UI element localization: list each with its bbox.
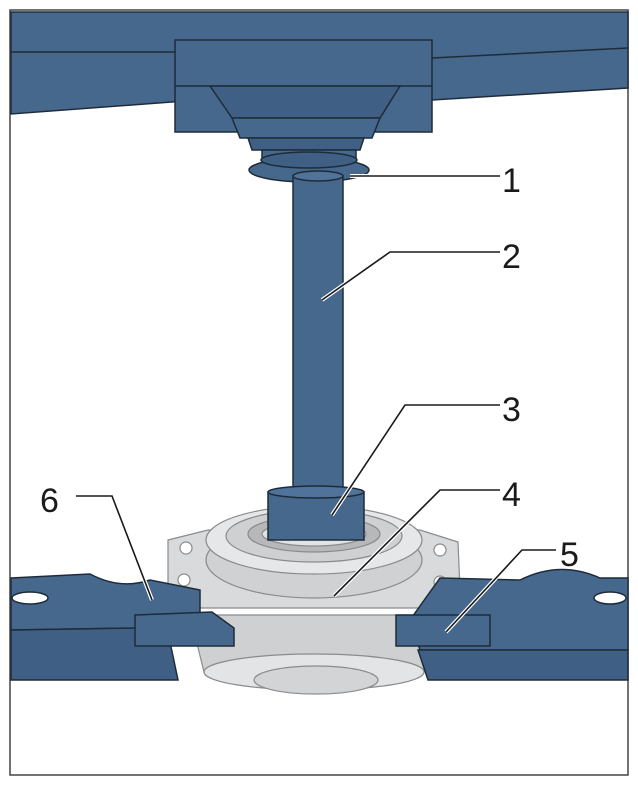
support-plate-left	[10, 573, 235, 681]
press-rod	[292, 170, 344, 493]
callout-label-5: 5	[560, 536, 579, 574]
support-plate-right	[395, 568, 629, 681]
leader-lines	[76, 174, 556, 634]
leader-line-5	[445, 549, 556, 633]
callout-label-6: 6	[40, 482, 59, 520]
callout-label-2: 2	[502, 238, 521, 276]
leader-line-6	[76, 495, 153, 601]
press-adapter	[267, 485, 365, 541]
leader-line-2	[321, 251, 500, 301]
callout-label-1: 1	[502, 162, 521, 200]
leader-line-4	[333, 489, 500, 597]
callout-label-4: 4	[502, 476, 521, 514]
press-top-plate	[10, 11, 629, 183]
callout-label-3: 3	[502, 391, 521, 429]
leader-line-3	[331, 404, 500, 516]
